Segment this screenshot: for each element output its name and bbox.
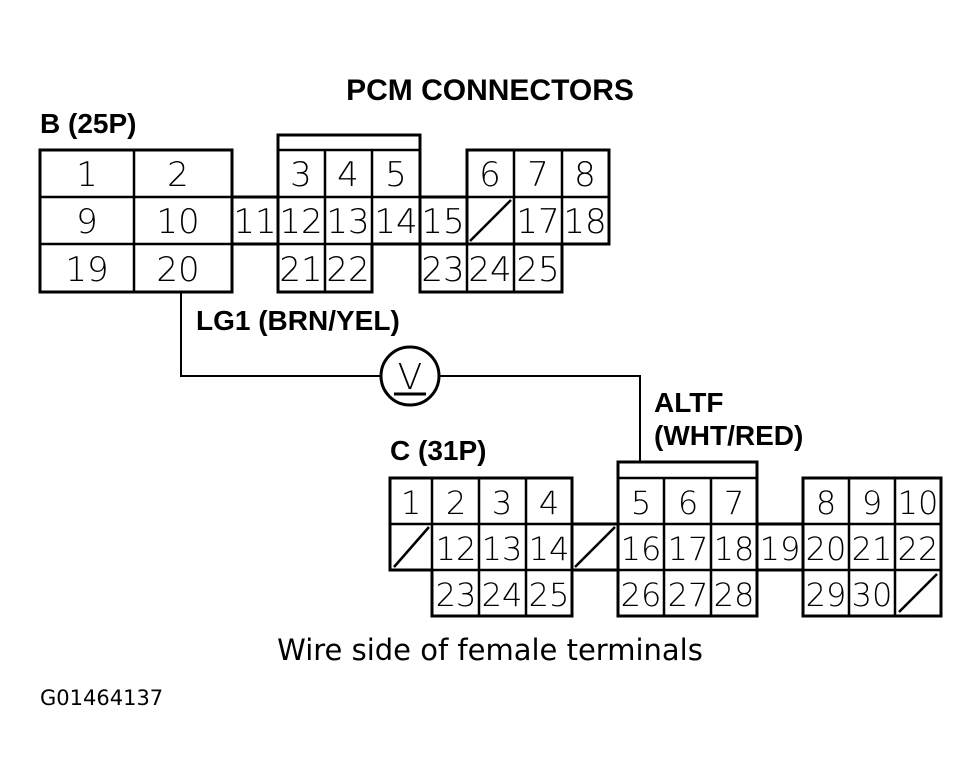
connector-b-label: B (25P) xyxy=(40,108,136,139)
connector-c-pin: 26 xyxy=(621,576,662,614)
connector-c-pin: 1 xyxy=(401,484,421,522)
connector-b-pin: 13 xyxy=(326,202,369,242)
connector-c-pin: 20 xyxy=(806,530,847,568)
connector-c-pin: 3 xyxy=(492,484,512,522)
connector-b-pin: 19 xyxy=(65,250,108,290)
connector-c-pin: 23 xyxy=(436,576,477,614)
connector-c-pin: 2 xyxy=(446,484,466,522)
connector-b-pin: 8 xyxy=(574,155,596,195)
connector-c-pin: 22 xyxy=(898,530,939,568)
connector-c-pin: 30 xyxy=(852,576,893,614)
connector-b-pin: 12 xyxy=(279,202,322,242)
connector-c-pin: 4 xyxy=(539,484,559,522)
connector-c-pin: 19 xyxy=(760,530,801,568)
connector-c-pin: 13 xyxy=(482,530,523,568)
connector-c-pin: 6 xyxy=(678,484,698,522)
connector-b-pin: 3 xyxy=(290,155,312,195)
wire-altf-color: (WHT/RED) xyxy=(654,420,803,451)
connector-c-pin: 29 xyxy=(806,576,847,614)
connector-c-pin: 5 xyxy=(631,484,651,522)
connector-b-pin: 22 xyxy=(326,250,369,290)
connector-b-pin: 1 xyxy=(76,155,98,195)
test-wiring: V xyxy=(180,292,641,462)
connector-c-pin: 16 xyxy=(621,530,662,568)
connector-b-pin: 2 xyxy=(167,155,189,195)
connector-b-pin: 15 xyxy=(421,202,464,242)
voltmeter-icon xyxy=(379,345,441,407)
connector-b-pin: 17 xyxy=(516,202,559,242)
diagram-title: PCM CONNECTORS xyxy=(346,74,634,107)
connector-b-pin: 11 xyxy=(233,202,276,242)
connector-b-pin: 4 xyxy=(337,155,359,195)
wire-altf-label: ALTF xyxy=(654,387,723,418)
connector-c-pin: 24 xyxy=(482,576,523,614)
connector-c-pin: 21 xyxy=(852,530,893,568)
connector-b: 1 2 3 4 5 6 7 8 9 10 11 12 13 14 15 17 1… xyxy=(38,133,611,294)
connector-c-pin: 9 xyxy=(862,484,882,522)
connector-c-pin: 12 xyxy=(436,530,477,568)
caption: Wire side of female terminals xyxy=(277,633,703,667)
wire-lg1-label: LG1 (BRN/YEL) xyxy=(196,305,400,336)
connector-c-empty-cavity xyxy=(393,526,430,568)
connector-c-right-block xyxy=(801,476,943,618)
connector-c-middle-block xyxy=(616,460,759,618)
connector-c-pin: 27 xyxy=(668,576,709,614)
connector-c-empty-cavity xyxy=(574,526,616,568)
connector-b-pin: 10 xyxy=(156,202,199,242)
connector-c-empty-cavity xyxy=(898,573,938,613)
connector-c-pin: 17 xyxy=(668,530,709,568)
connector-c: 1 2 3 4 5 6 7 8 9 10 12 13 14 16 17 18 1… xyxy=(388,460,943,618)
connector-b-pin: 7 xyxy=(527,155,549,195)
connector-b-pin: 23 xyxy=(421,250,464,290)
connector-b-pin: 24 xyxy=(468,250,511,290)
connector-b-left-block xyxy=(38,148,234,294)
connector-c-pin: 14 xyxy=(529,530,570,568)
wire-lg1 xyxy=(180,292,381,377)
connector-b-pin: 25 xyxy=(516,250,559,290)
voltmeter-symbol: V xyxy=(398,357,423,398)
connector-c-pin: 18 xyxy=(714,530,755,568)
connector-c-label: C (31P) xyxy=(390,435,486,466)
connector-b-pin: 20 xyxy=(156,250,199,290)
connector-c-pin: 7 xyxy=(724,484,744,522)
connector-b-pin: 6 xyxy=(479,155,501,195)
connector-b-pin: 9 xyxy=(76,202,98,242)
connector-b-pin: 14 xyxy=(374,202,417,242)
figure-id: G01464137 xyxy=(40,686,163,710)
connector-b-pin: 5 xyxy=(385,155,407,195)
connector-c-pin: 25 xyxy=(529,576,570,614)
connector-c-pin: 8 xyxy=(816,484,836,522)
connector-b-pin: 18 xyxy=(563,202,606,242)
connector-c-pin: 28 xyxy=(714,576,755,614)
wire-altf xyxy=(439,375,641,462)
connector-c-pin: 10 xyxy=(898,484,939,522)
connector-b-empty-cavity xyxy=(469,199,512,242)
connector-b-pin: 21 xyxy=(279,250,322,290)
